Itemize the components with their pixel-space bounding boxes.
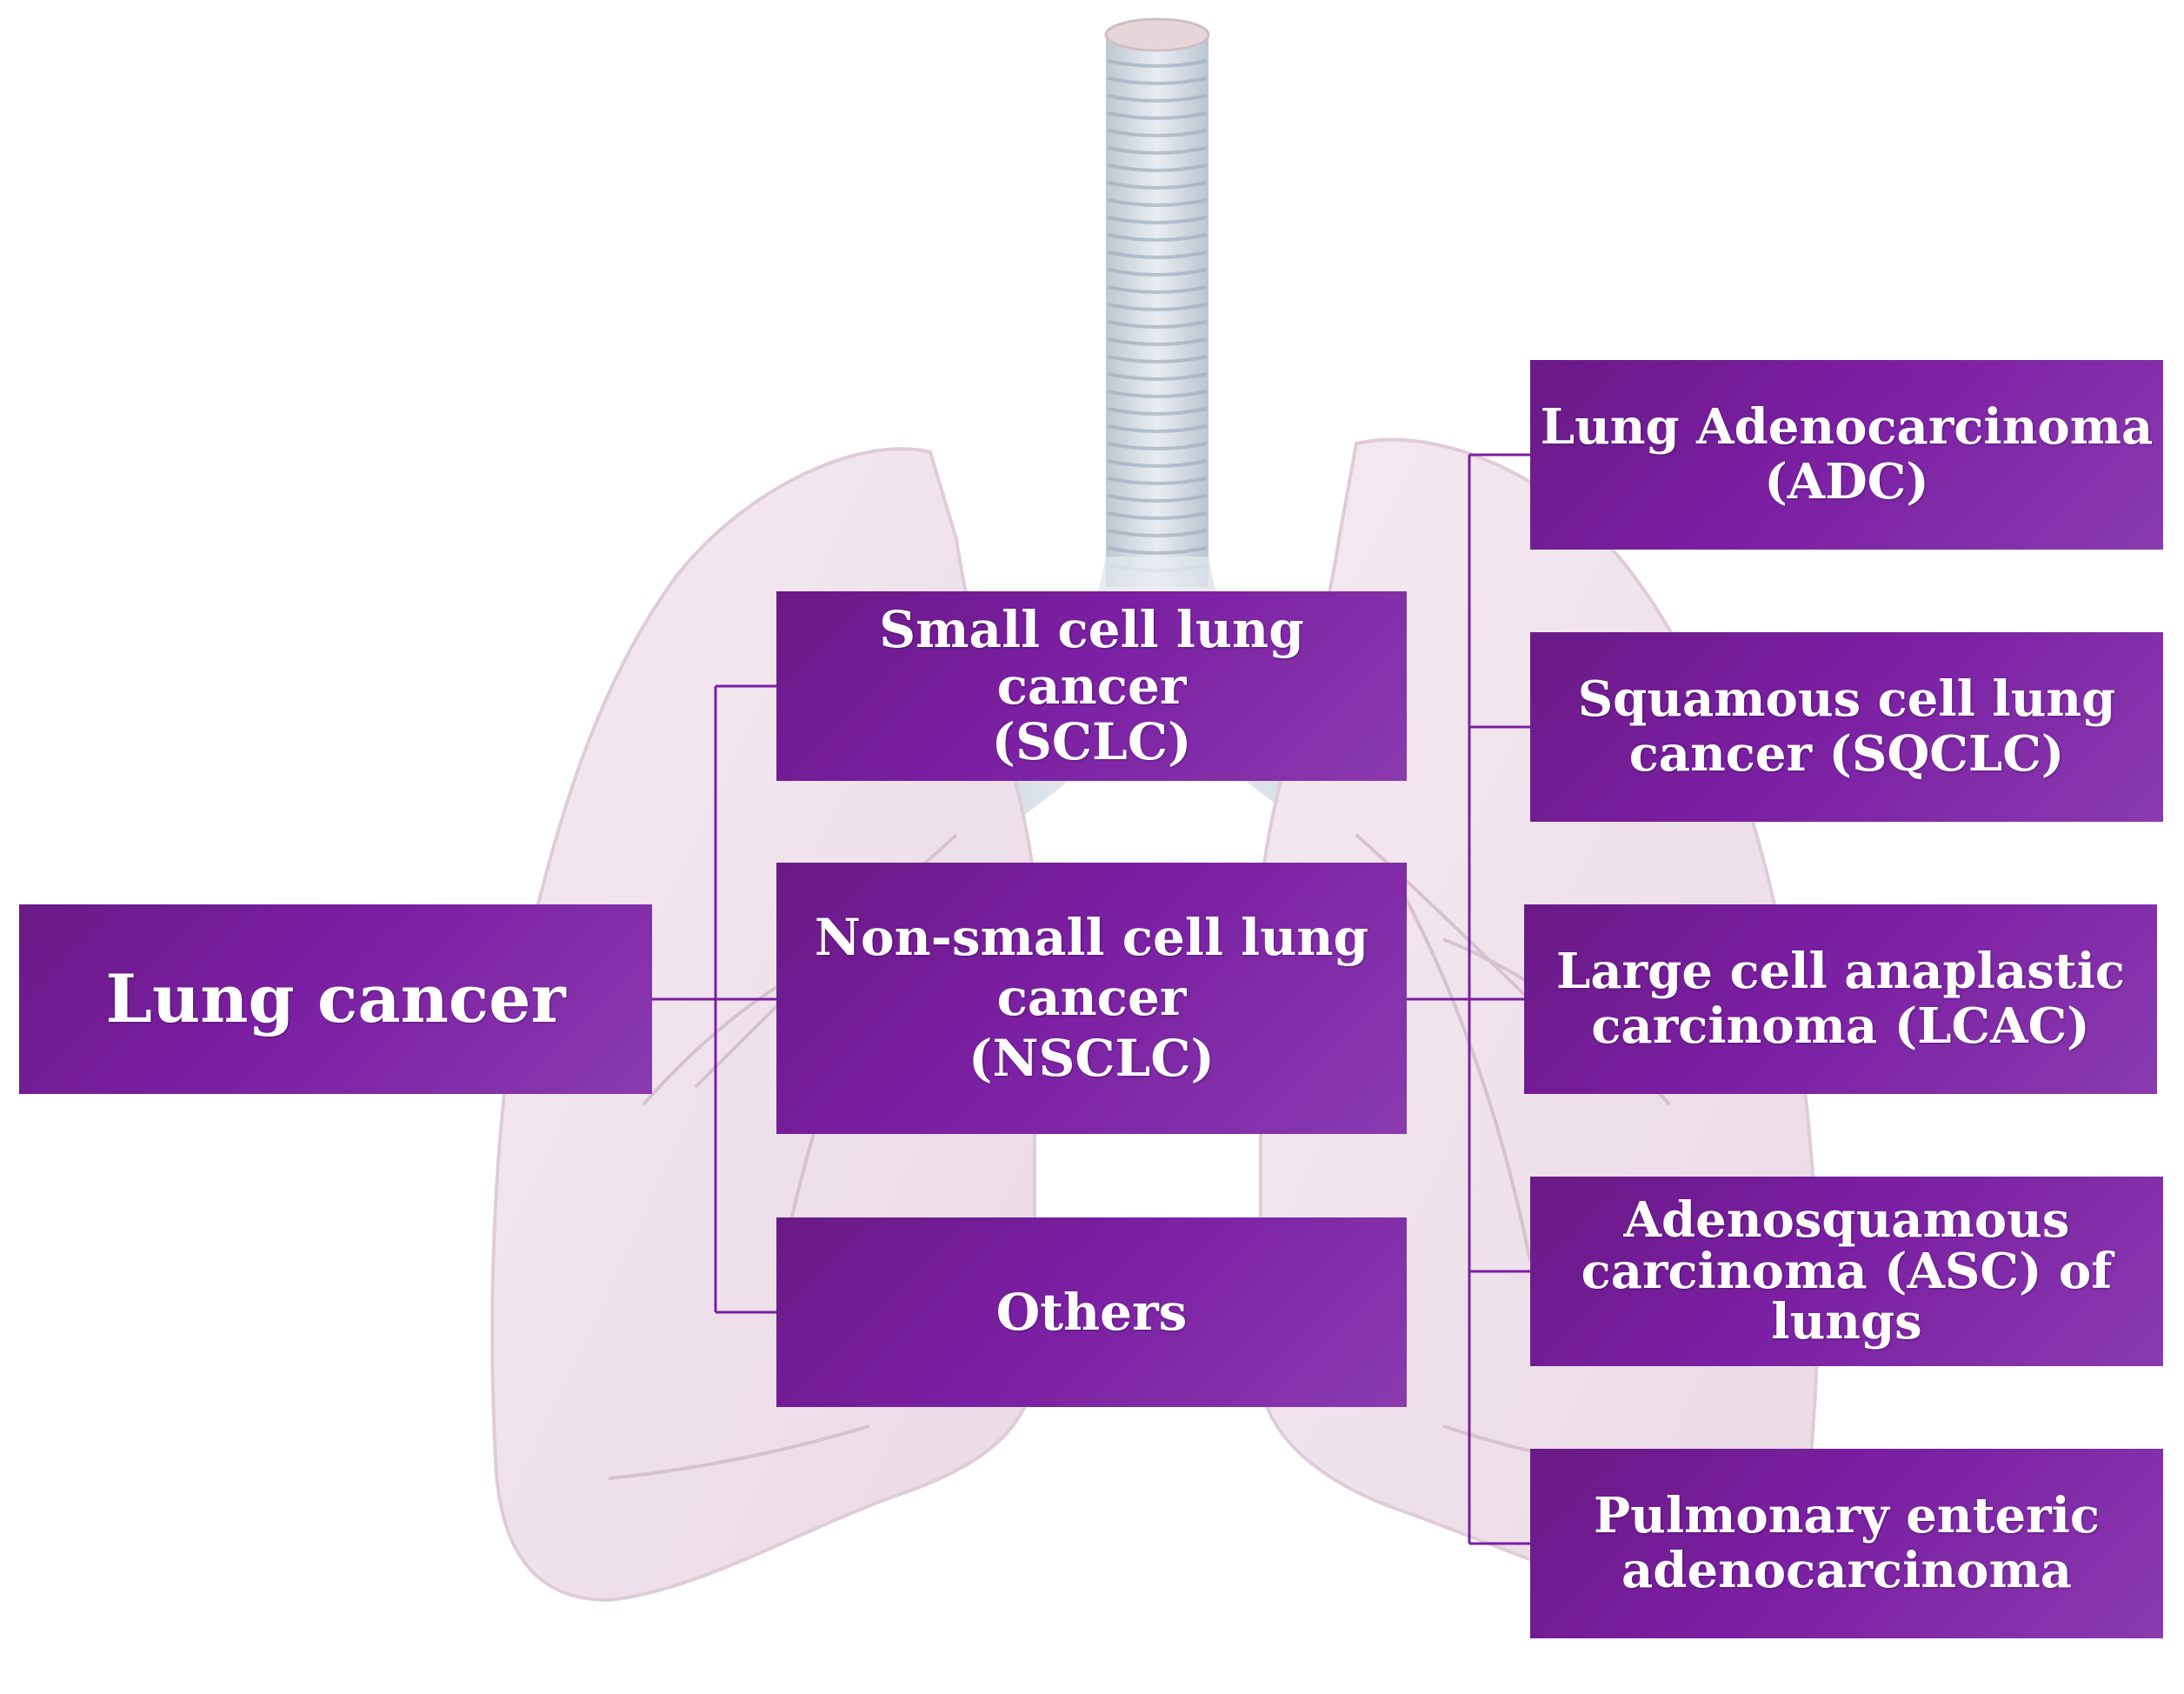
lcac-label: Large cell anaplastic carcinoma (LCAC) [1556,943,2125,1055]
sclc-label: Small cell lung cancer (SCLC) [879,599,1304,772]
nsclc-box: Non-small cell lung cancer (NSCLC) [776,863,1407,1134]
asc-label: Adenosquamous carcinoma (ASC) of lungs [1581,1190,2113,1351]
sclc-box: Small cell lung cancer (SCLC) [776,591,1407,781]
sqclc-label: Squamous cell lung cancer (SQCLC) [1577,670,2116,783]
nsclc-label: Non-small cell lung cancer (NSCLC) [814,907,1369,1088]
connectors [652,453,1530,1545]
lung-cancer-label: Lung cancer [105,960,566,1038]
pulmonary-enteric-adenocarcinoma-label: Pulmonary enteric adenocarcinoma [1594,1487,2100,1599]
adc-label: Lung Adenocarcinoma (ADC) [1540,398,2154,510]
sqclc-box: Squamous cell lung cancer (SQCLC) [1530,632,2163,822]
pulmonary-enteric-adenocarcinoma-box: Pulmonary enteric adenocarcinoma [1530,1449,2163,1638]
lung-cancer-box: Lung cancer [19,904,652,1094]
others-label: Others [995,1282,1188,1342]
asc-box: Adenosquamous carcinoma (ASC) of lungs [1530,1177,2163,1366]
others-box: Others [776,1217,1407,1407]
lcac-box: Large cell anaplastic carcinoma (LCAC) [1524,904,2157,1094]
adc-box: Lung Adenocarcinoma (ADC) [1530,360,2163,550]
